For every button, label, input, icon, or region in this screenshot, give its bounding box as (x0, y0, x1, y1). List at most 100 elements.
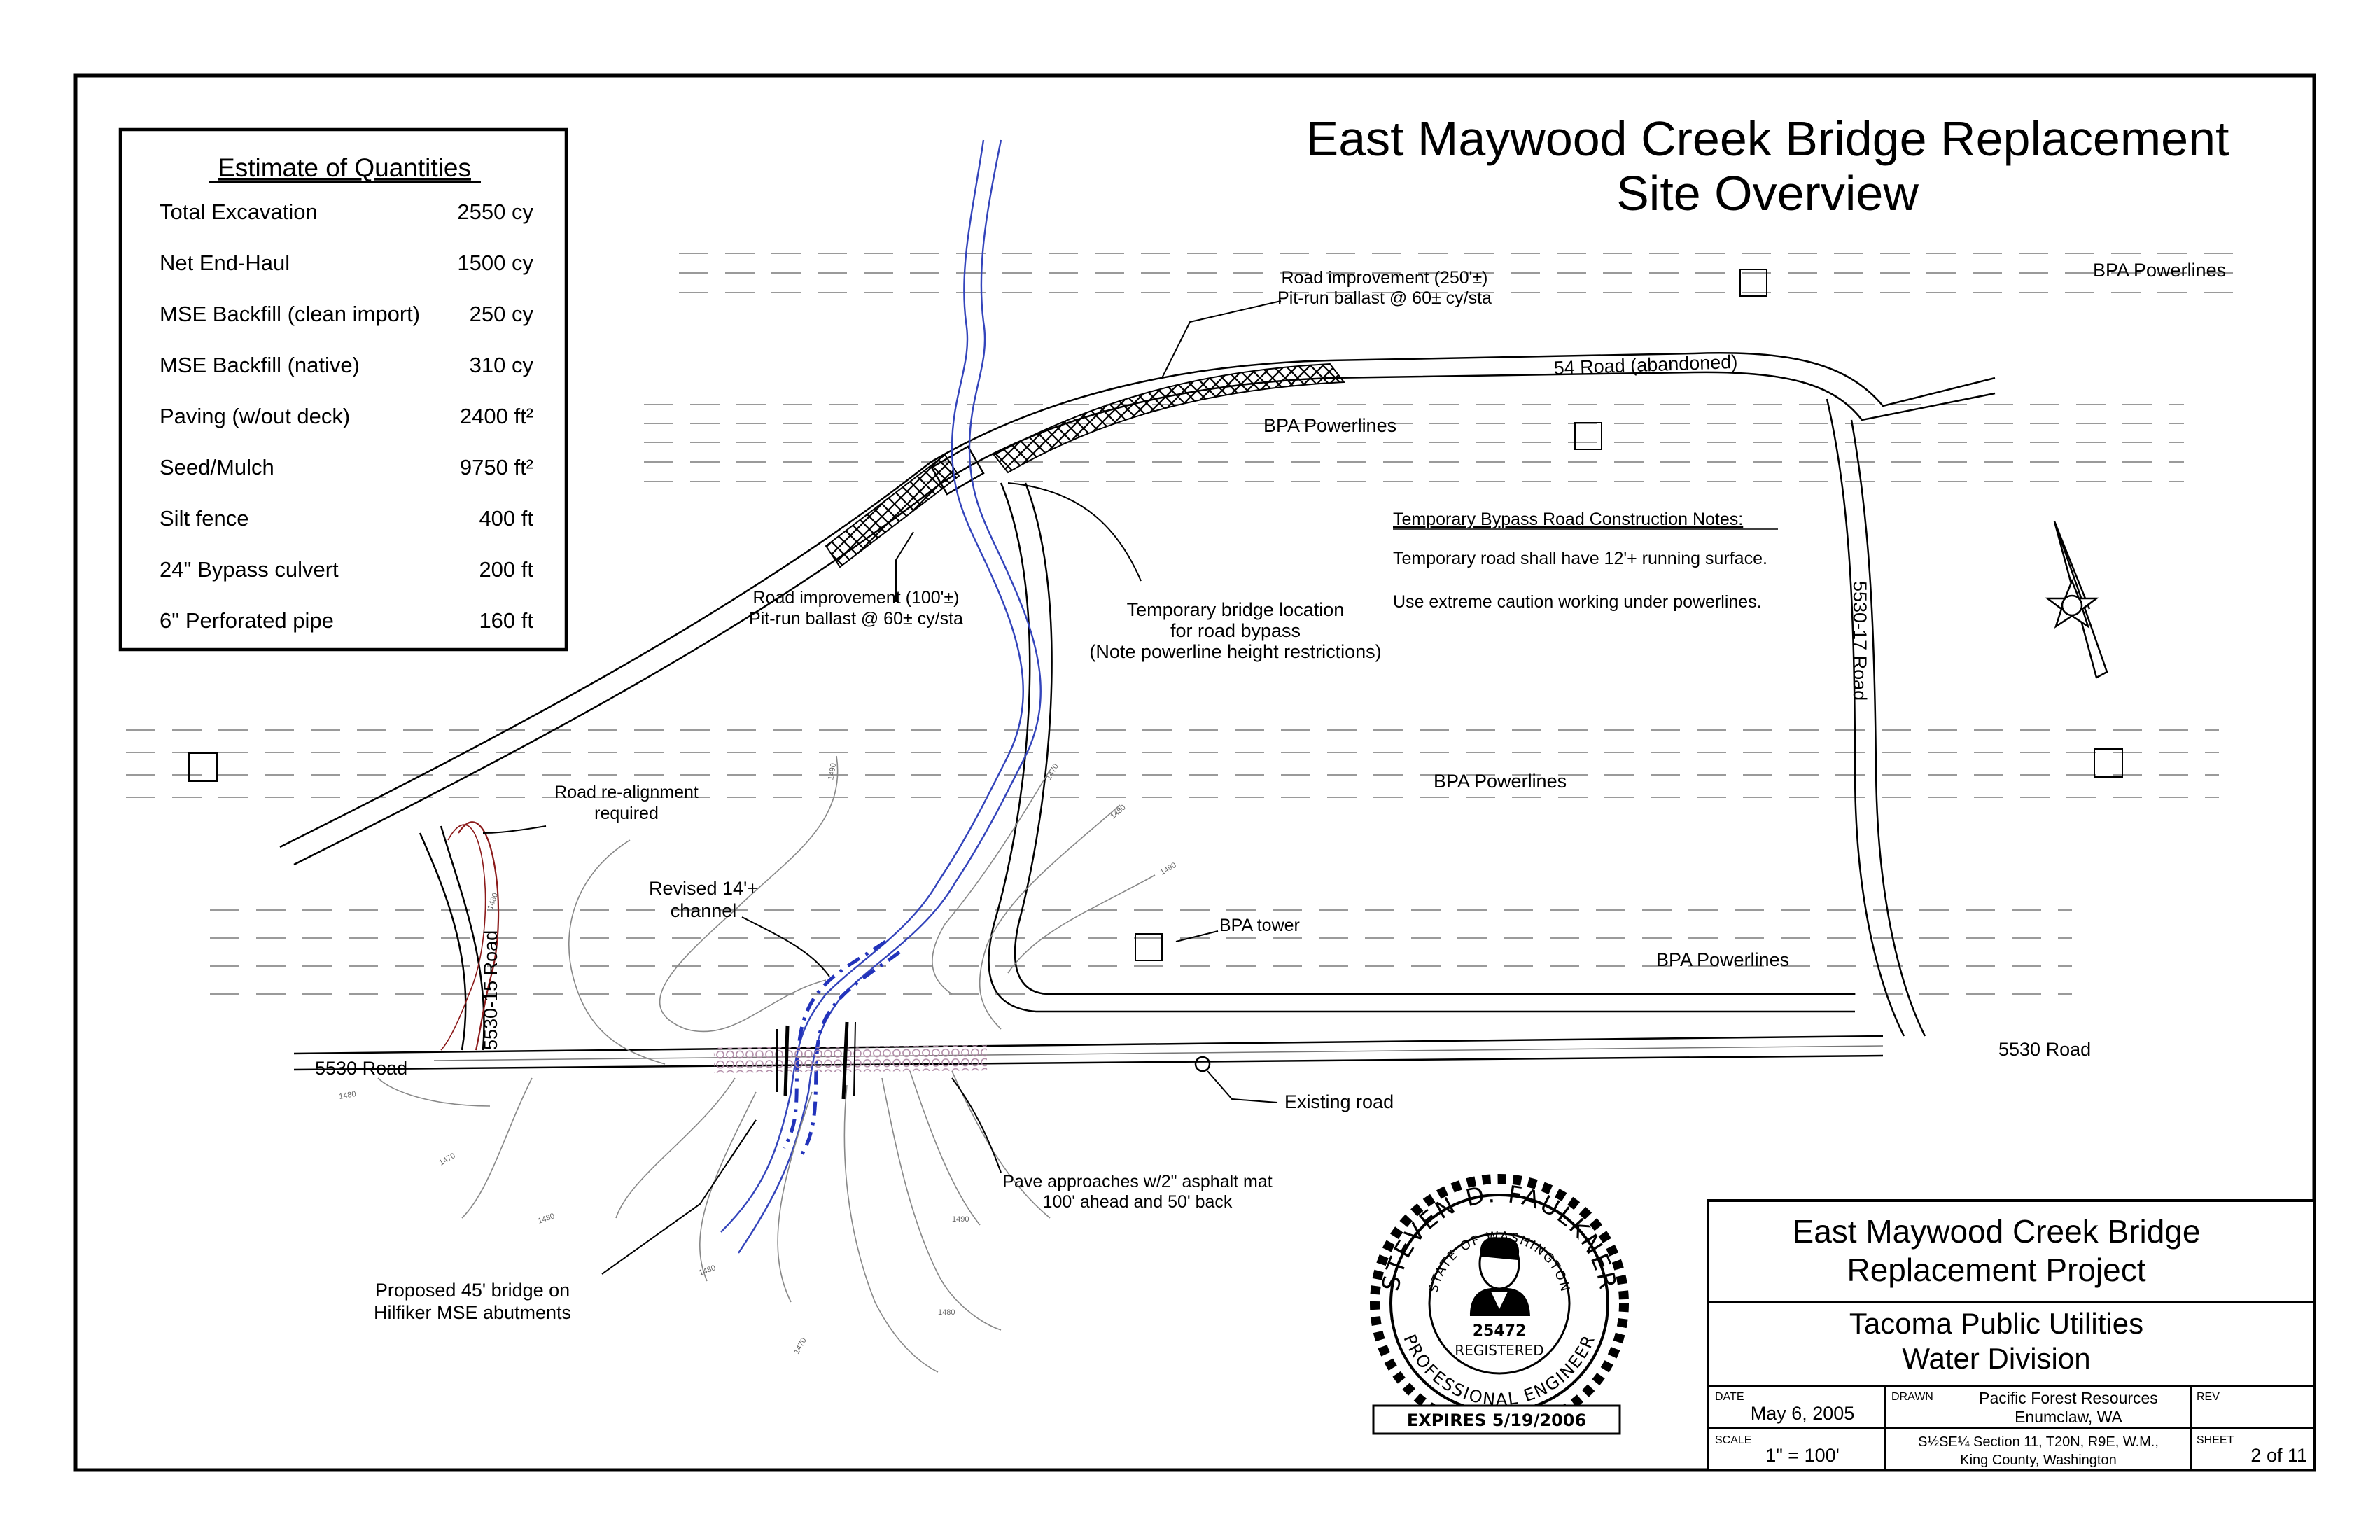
label-temp-bridge-3: (Note powerline height restrictions) (1089, 641, 1381, 662)
date-value: May 6, 2005 (1751, 1403, 1855, 1424)
label-road-improvement-100-sub: Pit-run ballast @ 60± cy/sta (749, 609, 963, 629)
label-5530-15-road: 5530-15 Road (480, 930, 501, 1050)
quantity-value: 9750 ft² (460, 455, 533, 479)
drawing-title-line1: East Maywood Creek Bridge Replacement (1306, 111, 2230, 166)
title-block-client-2: Water Division (1902, 1342, 2090, 1375)
contour-label: 1480 (338, 1090, 356, 1101)
drawn-label: DRAWN (1891, 1391, 1933, 1403)
creek-channel (720, 139, 1042, 1254)
north-arrow-icon (2045, 521, 2108, 679)
quantity-item: Total Excavation (160, 200, 318, 224)
label-road-realignment-2: required (594, 804, 659, 823)
label-bpa-powerlines: BPA Powerlines (2093, 260, 2226, 281)
label-5530-17-road: 5530-17 Road (1849, 581, 1870, 701)
revised-channel (782, 939, 887, 1149)
road-realignment-line-2 (440, 824, 486, 1051)
quantities-rows: Total Excavation 2550 cy Net End-Haul 15… (160, 200, 533, 633)
label-pave-approaches-2: 100' ahead and 50' back (1043, 1192, 1233, 1212)
drawing-title-line2: Site Overview (1616, 166, 1919, 220)
road-realignment-line (458, 821, 500, 1051)
seal-number: 25472 (1473, 1322, 1527, 1340)
contour-label: 1470 (792, 1336, 808, 1355)
quantity-item: MSE Backfill (clean import) (160, 302, 420, 326)
location-1: S½SE¼ Section 11, T20N, R9E, W.M., (1918, 1434, 2159, 1450)
label-5530-road-right: 5530 Road (1998, 1039, 2091, 1060)
label-pave-approaches: Pave approaches w/2" asphalt mat (1002, 1172, 1273, 1191)
title-block-client-1: Tacoma Public Utilities (1849, 1307, 2143, 1340)
scale-value: 1" = 100' (1765, 1445, 1840, 1466)
seal-registered: REGISTERED (1455, 1342, 1544, 1359)
quantity-item: Paving (w/out deck) (160, 404, 350, 428)
sheet-label: SHEET (2197, 1434, 2234, 1446)
contour-label: 1480 (537, 1212, 556, 1226)
quantity-value: 2400 ft² (460, 404, 533, 428)
label-road-realignment: Road re-alignment (554, 783, 699, 802)
contour-label: 1480 (1109, 803, 1127, 820)
label-road-improvement-250: Road improvement (250'±) (1281, 268, 1488, 288)
quantity-item: Net End-Haul (160, 251, 290, 275)
quantity-value: 2550 cy (457, 200, 533, 224)
revised-channel-2 (799, 951, 901, 1156)
label-revised-channel-2: channel (671, 900, 737, 921)
road-improvement-hatch-100 (825, 454, 960, 568)
label-road-improvement-100: Road improvement (100'±) (752, 588, 959, 608)
label-temp-bridge: Temporary bridge location (1127, 599, 1345, 620)
title-block-project-1: East Maywood Creek Bridge (1793, 1213, 2201, 1250)
quantity-item: MSE Backfill (native) (160, 353, 360, 377)
washington-portrait-icon (1470, 1237, 1530, 1316)
label-bpa-powerlines: BPA Powerlines (1434, 771, 1567, 792)
engineer-seal: STEVEN D. FAULKNER STATE OF WASHINGTON P… (1370, 1174, 1629, 1433)
quantities-heading: Estimate of Quantities (218, 153, 471, 182)
notes-heading: Temporary Bypass Road Construction Notes… (1393, 510, 1743, 529)
contour-label: 1490 (827, 762, 838, 780)
contour-label: 1480 (938, 1308, 955, 1317)
bridge-outline (776, 1021, 856, 1096)
quantity-item: Silt fence (160, 506, 249, 531)
quantity-value: 310 cy (470, 353, 534, 377)
quantity-value: 160 ft (479, 608, 533, 633)
date-label: DATE (1715, 1391, 1744, 1403)
label-temp-bridge-2: for road bypass (1170, 620, 1301, 641)
bridge-abutments (783, 1021, 849, 1100)
label-existing-road: Existing road (1284, 1091, 1394, 1112)
label-revised-channel: Revised 14'+ (649, 878, 758, 899)
seal-expires-box (1372, 1404, 1621, 1435)
quantity-value: 200 ft (479, 557, 533, 582)
sheet-value: 2 of 11 (2250, 1445, 2307, 1466)
bpa-tower-markers (188, 269, 2123, 961)
contour-label: 1470 (438, 1152, 457, 1168)
label-bpa-powerlines: BPA Powerlines (1264, 415, 1396, 436)
title-block (1707, 1199, 2316, 1471)
note-powerlines: Use extreme caution working under powerl… (1393, 592, 1762, 612)
existing-road-marker (1194, 1056, 1211, 1072)
quantity-value: 400 ft (479, 506, 533, 531)
location-2: King County, Washington (1960, 1452, 2116, 1468)
quantity-item: 24" Bypass culvert (160, 557, 339, 582)
quantity-item: Seed/Mulch (160, 455, 274, 479)
drawn-by-2: Enumclaw, WA (2015, 1408, 2122, 1426)
seal-expires: EXPIRES 5/19/2006 (1407, 1410, 1586, 1430)
contour-label: 1480 (698, 1264, 717, 1278)
quantity-value: 250 cy (470, 302, 534, 326)
title-block-project-2: Replacement Project (1847, 1252, 2146, 1288)
map-labels: Road improvement (250'±) Pit-run ballast… (315, 260, 2226, 1323)
label-proposed-bridge-2: Hilfiker MSE abutments (374, 1302, 571, 1323)
contour-label: 1490 (1159, 861, 1178, 877)
label-bpa-tower: BPA tower (1219, 916, 1300, 935)
quantities-box (118, 127, 568, 652)
label-5530-road-left: 5530 Road (315, 1058, 407, 1079)
contour-label: 1490 (952, 1215, 969, 1224)
leader-lines (482, 300, 1282, 1275)
temporary-bridge-marker (930, 445, 985, 496)
rev-label: REV (2197, 1391, 2220, 1403)
pave-approach-hatch (713, 1045, 988, 1073)
label-road-improvement-250-sub: Pit-run ballast @ 60± cy/sta (1278, 288, 1492, 308)
label-bpa-powerlines: BPA Powerlines (1656, 949, 1789, 970)
quantity-item: 6" Perforated pipe (160, 608, 334, 633)
quantity-value: 1500 cy (457, 251, 533, 275)
contour-lines (377, 755, 1156, 1373)
note-running-surface: Temporary road shall have 12'+ running s… (1393, 549, 1768, 568)
scale-label: SCALE (1715, 1434, 1751, 1446)
road-improvement-hatch-250 (993, 363, 1345, 474)
